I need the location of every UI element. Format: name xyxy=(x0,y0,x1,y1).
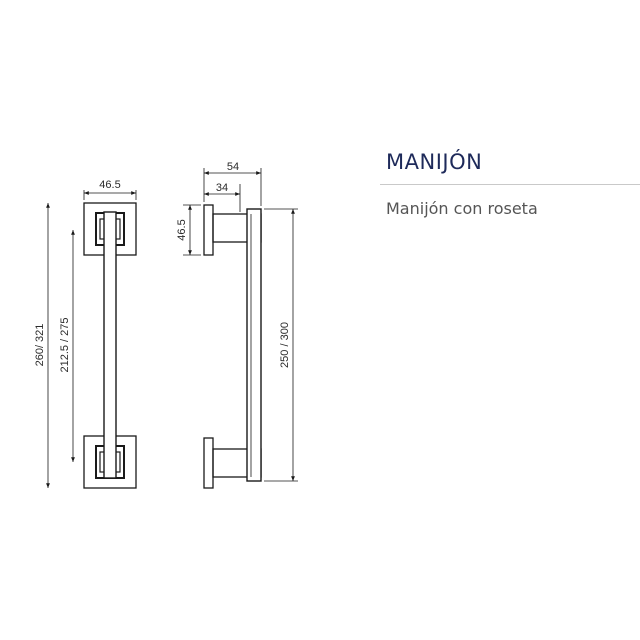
side-view xyxy=(203,204,262,489)
product-title: MANIJÓN xyxy=(386,150,483,174)
dim-front-width xyxy=(83,190,137,200)
dim-side-depth xyxy=(203,168,262,206)
dim-bar-length xyxy=(264,208,298,482)
side-bottom-rose xyxy=(203,437,214,489)
label-front-width: 46.5 xyxy=(99,179,120,191)
front-view xyxy=(83,202,137,489)
label-side-rose-depth: 34 xyxy=(216,182,228,194)
front-bar xyxy=(103,211,117,479)
side-top-rose xyxy=(203,204,214,256)
dim-side-rose-height xyxy=(183,204,201,256)
title-divider xyxy=(380,184,640,185)
product-subtitle: Manijón con roseta xyxy=(386,199,538,218)
label-overall-height: 260/ 321 xyxy=(34,324,46,367)
label-side-rose-height: 46.5 xyxy=(176,219,188,240)
dim-side-rose-depth xyxy=(204,184,241,212)
label-bar-length: 250 / 300 xyxy=(279,322,291,368)
label-center-distance: 212.5 / 275 xyxy=(59,317,71,372)
side-bar xyxy=(246,208,262,482)
label-side-depth: 54 xyxy=(227,161,239,173)
